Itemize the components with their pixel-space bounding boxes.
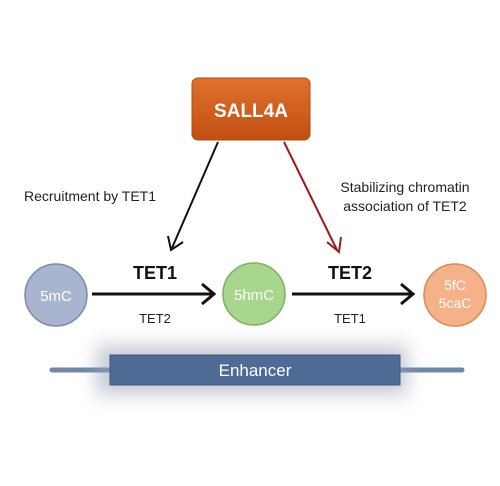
state-5mc: 5mC	[24, 263, 88, 327]
sall4a-label: SALL4A	[214, 101, 288, 122]
enhancer-label: Enhancer	[219, 361, 292, 380]
enhancer-element: Enhancer	[49, 345, 465, 395]
state-5fc-label: 5fC	[444, 277, 466, 293]
recruitment-arrow	[167, 141, 219, 252]
transition-2-secondary: TET1	[334, 311, 366, 326]
state-5cac-label: 5caC	[439, 295, 472, 311]
transition-1-primary: TET1	[133, 263, 177, 283]
state-5hmc-label: 5hmC	[234, 287, 274, 304]
state-5fc-5cac: 5fC 5caC	[423, 263, 487, 327]
transition-1-secondary: TET2	[139, 311, 171, 326]
transition-1: TET1 TET2	[92, 263, 217, 326]
enhancer-box	[109, 354, 401, 386]
stabilizing-arrow	[283, 141, 342, 254]
sall4a-node: SALL4A	[191, 77, 311, 141]
state-5hmc: 5hmC	[222, 262, 286, 326]
stabilizing-label-line1: Stabilizing chromatin	[340, 179, 469, 195]
transition-2-primary: TET2	[328, 263, 372, 283]
state-5mc-label: 5mC	[40, 288, 72, 305]
stabilizing-label-line2: association of TET2	[343, 198, 467, 214]
transition-2: TET2 TET1	[292, 263, 416, 326]
recruitment-label: Recruitment by TET1	[24, 188, 156, 204]
